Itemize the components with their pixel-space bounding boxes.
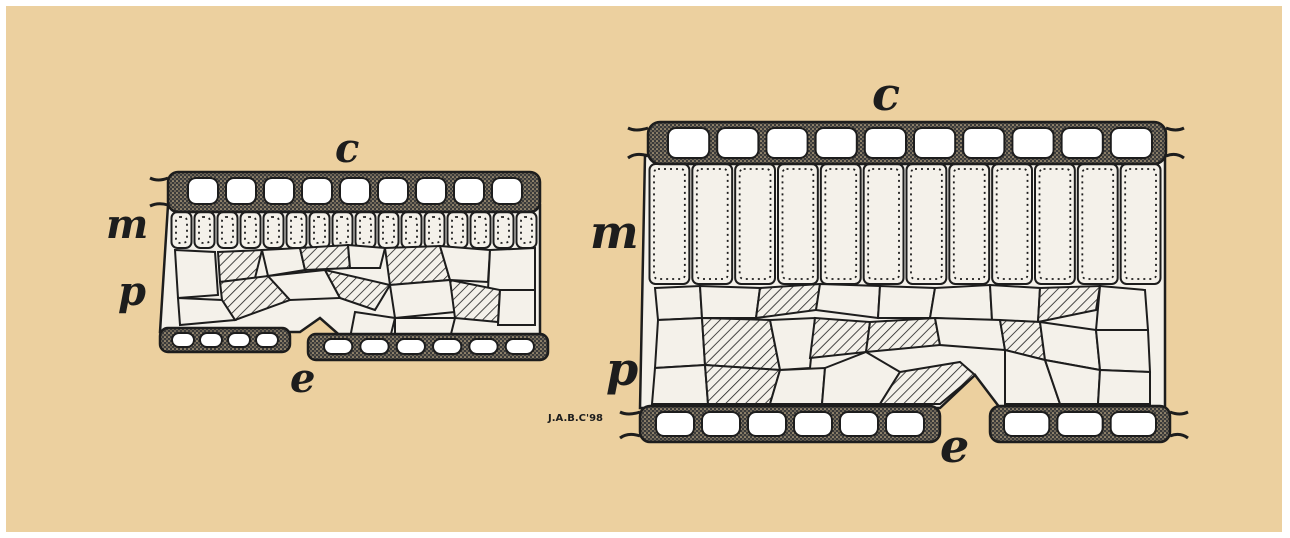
epidermis-cell bbox=[378, 178, 408, 204]
epidermis-cell bbox=[840, 412, 878, 436]
spongy-cell bbox=[930, 285, 992, 320]
right-spongy-layer bbox=[652, 284, 1150, 404]
epidermis-cell bbox=[816, 128, 857, 158]
right-label-epidermis: e bbox=[940, 419, 969, 473]
spongy-cell bbox=[652, 365, 708, 404]
spongy-cell bbox=[810, 318, 870, 358]
epidermis-cell bbox=[914, 128, 955, 158]
spongy-cell bbox=[866, 318, 940, 352]
epidermis-cell bbox=[264, 178, 294, 204]
spongy-cell bbox=[348, 245, 385, 268]
left-label-cuticle: c bbox=[335, 125, 359, 172]
left-upper-epidermis-cells bbox=[188, 178, 522, 204]
epidermis-cell bbox=[302, 178, 332, 204]
palisade-cell bbox=[1035, 164, 1075, 284]
spongy-cell bbox=[655, 318, 705, 368]
epidermis-cell bbox=[172, 333, 194, 347]
palisade-cell bbox=[821, 164, 861, 284]
epidermis-cell bbox=[1057, 412, 1102, 436]
spongy-cell bbox=[1096, 330, 1150, 372]
right-leaf-section: c m p e J.A.B.C'98 bbox=[547, 67, 1188, 473]
palisade-cell bbox=[907, 164, 947, 284]
artist-signature: J.A.B.C'98 bbox=[547, 413, 603, 424]
epidermis-cell bbox=[656, 412, 694, 436]
epidermis-cell bbox=[1004, 412, 1049, 436]
epidermis-cell bbox=[228, 333, 250, 347]
epidermis-cell bbox=[717, 128, 758, 158]
right-label-palisade: m bbox=[590, 205, 639, 259]
palisade-cell bbox=[692, 164, 732, 284]
palisade-cell bbox=[1078, 164, 1118, 284]
spongy-cell bbox=[488, 248, 535, 290]
epidermis-cell bbox=[1111, 128, 1152, 158]
epidermis-cell bbox=[766, 128, 807, 158]
epidermis-cell bbox=[226, 178, 256, 204]
spongy-cell bbox=[385, 246, 450, 285]
spongy-cell bbox=[700, 286, 760, 318]
palisade-cell bbox=[735, 164, 775, 284]
right-label-spongy: p bbox=[606, 342, 638, 396]
epidermis-cell bbox=[454, 178, 484, 204]
epidermis-cell bbox=[200, 333, 222, 347]
spongy-cell bbox=[175, 250, 218, 298]
palisade-cell bbox=[778, 164, 818, 284]
epidermis-cell bbox=[748, 412, 786, 436]
epidermis-cell bbox=[340, 178, 370, 204]
epidermis-cell bbox=[963, 128, 1004, 158]
epidermis-cell bbox=[865, 128, 906, 158]
spongy-cell bbox=[1098, 370, 1150, 404]
palisade-cell bbox=[1121, 164, 1161, 284]
epidermis-cell bbox=[397, 339, 425, 354]
epidermis-cell bbox=[668, 128, 709, 158]
spongy-cell bbox=[655, 286, 702, 320]
epidermis-cell bbox=[360, 339, 388, 354]
spongy-cell bbox=[702, 318, 780, 370]
palisade-cell bbox=[992, 164, 1032, 284]
epidermis-cell bbox=[886, 412, 924, 436]
epidermis-cell bbox=[506, 339, 534, 354]
palisade-cell bbox=[949, 164, 989, 284]
epidermis-cell bbox=[188, 178, 218, 204]
epidermis-cell bbox=[469, 339, 497, 354]
spongy-cell bbox=[770, 368, 825, 404]
spongy-cell bbox=[990, 285, 1040, 322]
epidermis-cell bbox=[256, 333, 278, 347]
spongy-cell bbox=[705, 365, 780, 404]
left-label-epidermis: e bbox=[290, 355, 315, 402]
spongy-cell bbox=[300, 245, 350, 270]
epidermis-cell bbox=[1012, 128, 1053, 158]
epidermis-cell bbox=[1062, 128, 1103, 158]
right-lower-epidermis-cells bbox=[656, 412, 1156, 436]
spongy-cell bbox=[935, 318, 1005, 350]
left-label-spongy: p bbox=[118, 268, 146, 315]
epidermis-cell bbox=[1111, 412, 1156, 436]
spongy-cell bbox=[498, 290, 535, 325]
palisade-cell bbox=[650, 164, 690, 284]
epidermis-cell bbox=[416, 178, 446, 204]
left-label-palisade: m bbox=[106, 201, 148, 248]
epidermis-cell bbox=[492, 178, 522, 204]
epidermis-cell bbox=[702, 412, 740, 436]
palisade-cell bbox=[864, 164, 904, 284]
spongy-cell bbox=[878, 286, 935, 318]
epidermis-cell bbox=[324, 339, 352, 354]
spongy-cell bbox=[1096, 286, 1148, 330]
left-leaf-section: c m p e bbox=[106, 125, 548, 402]
epidermis-cell bbox=[433, 339, 461, 354]
epidermis-cell bbox=[794, 412, 832, 436]
spongy-cell bbox=[390, 280, 455, 318]
right-label-cuticle: c bbox=[872, 67, 900, 121]
